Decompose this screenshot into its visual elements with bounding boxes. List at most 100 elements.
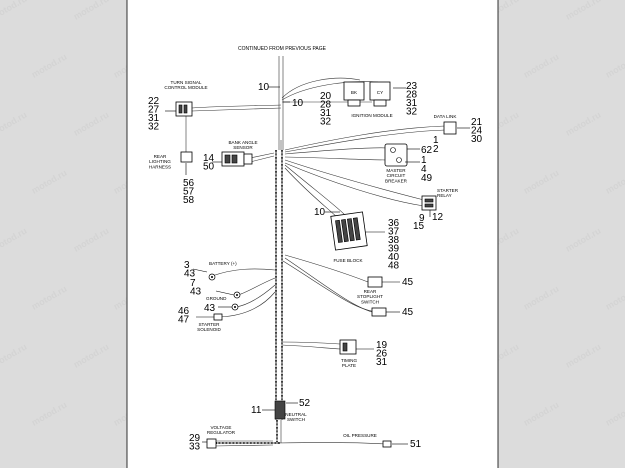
wire-vreg-2 [213, 444, 274, 447]
ignition-module-cy-connector [369, 81, 391, 107]
watermark-text: motod.ru [0, 226, 29, 254]
neutral-switch [274, 400, 286, 420]
wire-ignition-2 [281, 81, 379, 101]
watermark-text: motod.ru [564, 342, 603, 370]
watermark-text: motod.ru [72, 110, 111, 138]
ignition-module-label: IGNITION MODULE [351, 113, 392, 118]
fuse-block-label: FUSE BLOCK [333, 258, 363, 263]
wire-ground-2 [235, 284, 276, 308]
battery-terminal [208, 273, 216, 281]
battery-label: BATTERY (+) [209, 261, 237, 266]
ignition-cy-label: CY [377, 90, 383, 95]
callout-fuse-left: 10 [314, 207, 326, 218]
watermark-text: motod.ru [30, 168, 69, 196]
wire-tsm-2 [191, 107, 282, 112]
wire-ignition-1 [281, 77, 361, 99]
ground-terminal-1 [233, 291, 241, 299]
watermark-text: motod.ru [604, 400, 625, 428]
watermark-text: motod.ru [0, 110, 29, 138]
watermark-text: motod.ru [0, 0, 29, 22]
rear-lighting-connector [180, 151, 193, 163]
watermark-text: motod.ru [30, 400, 69, 428]
wire-battery [211, 268, 276, 277]
watermark-text: motod.ru [522, 400, 561, 428]
watermark-text: motod.ru [30, 52, 69, 80]
callout-oil-pressure: 51 [410, 439, 422, 450]
watermark-text: motod.ru [522, 52, 561, 80]
watermark-text: motod.ru [604, 284, 625, 312]
watermark-text: motod.ru [564, 110, 603, 138]
wire-bank-2 [249, 155, 275, 163]
wire-tsm-1 [191, 104, 282, 109]
wire-solenoid [219, 291, 276, 318]
watermark-text: motod.ru [564, 226, 603, 254]
rear-stoplight-switch-connector-a [367, 276, 383, 288]
wire-relay-1 [284, 159, 425, 201]
wire-datalink-1 [284, 125, 446, 151]
callout-stoplight-a: 45 [402, 277, 414, 288]
watermark-text: motod.ru [604, 168, 625, 196]
ground-terminal-2 [231, 303, 239, 311]
callout-2: 2 [433, 144, 439, 155]
diagram-page [127, 0, 498, 468]
oil-pressure-label: OIL PRESSURE [343, 433, 377, 438]
header-continued: CONTINUED FROM PREVIOUS PAGE [238, 46, 327, 52]
wire-timing-2 [281, 344, 341, 350]
leader-lines [165, 86, 470, 445]
callout-62: 62 [421, 145, 433, 156]
watermark-text: motod.ru [72, 0, 111, 22]
rear-stoplight-switch-connector-b [371, 307, 387, 317]
oil-pressure-connector [382, 440, 392, 448]
wire-timing-1 [281, 341, 341, 345]
watermark-text: motod.ru [72, 226, 111, 254]
callout-1-top: 1 [433, 135, 439, 146]
callout-stoplight-b: 45 [402, 307, 414, 318]
wires [185, 56, 446, 447]
wire-ground-1 [237, 277, 276, 296]
starter-relay-connector [421, 195, 437, 211]
callout-starter-relay-12: 12 [432, 212, 444, 223]
wire-stoplight-1 [284, 254, 369, 283]
timing-plate-connector [339, 339, 357, 355]
data-link-label: DATA LINK [434, 114, 458, 119]
watermark-text: motod.ru [522, 284, 561, 312]
watermark-text: motod.ru [564, 0, 603, 22]
turn-signal-module-connector [175, 101, 193, 117]
watermark-text: motod.ru [0, 342, 29, 370]
data-link-connector [443, 121, 457, 135]
callout-top-10-a: 10 [258, 82, 270, 93]
watermark-text: motod.ru [604, 52, 625, 80]
wire-relay-2 [284, 162, 425, 207]
master-circuit-breaker [384, 143, 408, 167]
watermark-text: motod.ru [30, 284, 69, 312]
bank-angle-sensor-connector [221, 151, 253, 167]
callout-neutral-11: 11 [251, 405, 262, 416]
callout-starter-relay-15: 15 [413, 221, 425, 232]
ignition-bk-label: BK [351, 90, 358, 95]
callout-ground-2: 43 [204, 303, 216, 314]
voltage-regulator-connector [206, 438, 217, 449]
ignition-module-bk-connector [343, 81, 365, 107]
watermark-text: motod.ru [72, 342, 111, 370]
